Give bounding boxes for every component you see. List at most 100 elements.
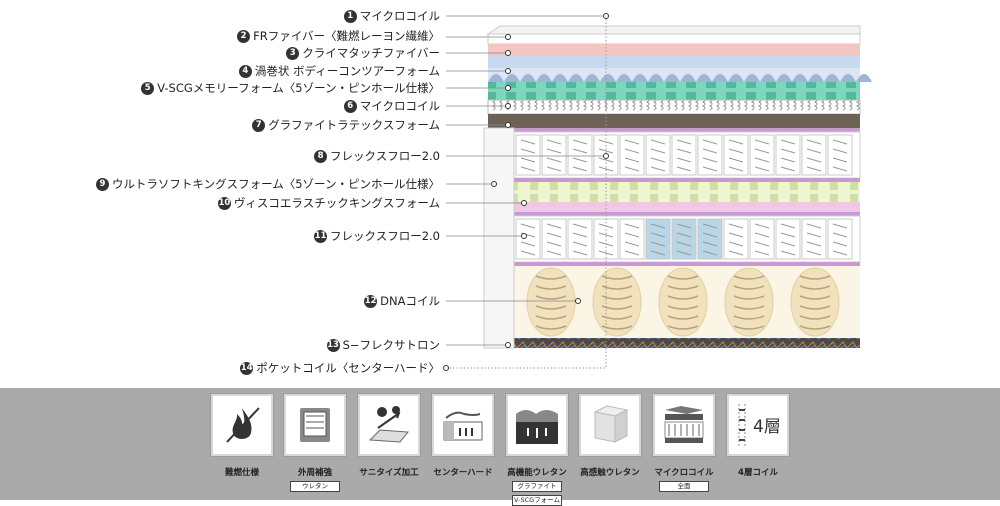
dna-coil-pocket bbox=[526, 267, 576, 337]
feature-icon-bar: 難燃仕様 外周補強 ウレタン サニタイズ加工 センターハード 高機能ウレタン グ… bbox=[0, 388, 1000, 506]
layer-label-text: ヴィスコエラスチックキングスフォーム bbox=[233, 196, 440, 210]
feature-caption: マイクロコイル bbox=[654, 468, 714, 478]
spring-coil bbox=[780, 139, 796, 172]
feature-caption: 高機能ウレタン bbox=[507, 468, 567, 478]
four-layer-coil-icon: 4層 bbox=[727, 394, 789, 456]
feature-edge-reinforcement: 外周補強 ウレタン bbox=[284, 394, 346, 492]
feature-sub-tag: ウレタン bbox=[290, 481, 340, 492]
spring-coil bbox=[650, 223, 666, 256]
dna-coil-spring bbox=[535, 275, 567, 330]
layer-flexflow-upper-border bbox=[488, 128, 860, 132]
layer-number-badge: 8 bbox=[314, 149, 328, 163]
leader-dot bbox=[505, 34, 511, 40]
spring-coil bbox=[754, 223, 770, 256]
leader-dot bbox=[505, 122, 511, 128]
dna-coil-pocket bbox=[790, 267, 840, 337]
pocket-spring bbox=[567, 134, 593, 176]
leader-dot bbox=[505, 68, 511, 74]
spring-coil bbox=[702, 139, 718, 172]
leader-dot bbox=[575, 298, 581, 304]
spring-coil bbox=[754, 139, 770, 172]
layer-number-badge: 5 bbox=[141, 81, 155, 95]
layer-number-badge: 4 bbox=[238, 64, 252, 78]
layer-flexflow-lower bbox=[487, 215, 861, 263]
layer-label-text: FRファイバー〈難燃レーヨン繊維〉 bbox=[253, 29, 440, 43]
dna-coil-pocket bbox=[724, 267, 774, 337]
feature-caption: 難燃仕様 bbox=[224, 468, 259, 478]
spring-coil bbox=[546, 139, 562, 172]
spring-coil bbox=[520, 139, 536, 172]
feature-high-sensation-foam: 高感触ウレタン bbox=[579, 394, 641, 478]
dna-coil-spring bbox=[799, 275, 831, 330]
spring-coil bbox=[676, 139, 692, 172]
layer-micro-coil bbox=[487, 99, 861, 115]
layer-number-badge: 9 bbox=[95, 177, 109, 191]
feature-caption: 高感触ウレタン bbox=[580, 468, 640, 478]
layer-number-badge: 13 bbox=[326, 338, 340, 352]
leader-dot bbox=[443, 365, 449, 371]
leader-dot bbox=[505, 50, 511, 56]
feature-caption: 4層コイル bbox=[738, 468, 778, 478]
spring-coil bbox=[572, 139, 588, 172]
spring-coil bbox=[572, 223, 588, 256]
feature-caption: 外周補強 bbox=[297, 468, 332, 478]
layer-s-flexatron bbox=[488, 338, 860, 348]
spring-coil bbox=[832, 139, 848, 172]
spring-coil bbox=[728, 223, 744, 256]
spring-coil bbox=[806, 139, 822, 172]
feature-micro-coil: マイクロコイル 全面 bbox=[653, 394, 715, 492]
edge-reinforcement-icon bbox=[284, 394, 346, 456]
spring-coil bbox=[676, 223, 692, 256]
layer-number-badge: 10 bbox=[217, 196, 231, 210]
spring-coil bbox=[520, 223, 536, 256]
leader-dot bbox=[521, 200, 527, 206]
pocket-spring bbox=[619, 218, 645, 260]
pocket-spring bbox=[515, 134, 541, 176]
dna-coil-spring bbox=[733, 275, 765, 330]
leader-dot bbox=[505, 103, 511, 109]
feature-caption: センターハード bbox=[433, 468, 493, 478]
layer-label-text: フレックスフロー2.0 bbox=[330, 149, 440, 163]
spring-coil bbox=[624, 139, 640, 172]
layer-number-badge: 14 bbox=[240, 361, 254, 375]
leader-dot bbox=[505, 85, 511, 91]
feature-flame-retardant: 難燃仕様 bbox=[211, 394, 273, 478]
layer-label-text: DNAコイル bbox=[380, 294, 440, 308]
mattress-layers-illustration bbox=[443, 13, 872, 371]
high-sensation-foam-icon bbox=[579, 394, 641, 456]
spring-coil bbox=[546, 223, 562, 256]
layer-number-badge: 6 bbox=[343, 99, 357, 113]
spring-coil bbox=[624, 223, 640, 256]
pocket-coil-bracket bbox=[446, 14, 607, 369]
layer-micro-coil-top bbox=[486, 25, 861, 45]
layer-v-scg-memory-foam bbox=[488, 82, 860, 100]
dna-coil-spring bbox=[601, 275, 633, 330]
spring-coil bbox=[780, 223, 796, 256]
feature-four-layer-coil: 4層 4層コイル bbox=[727, 394, 789, 478]
layer-label-text: 渦巻状 ボディーコンツアーフォーム bbox=[254, 64, 440, 78]
layer-number-badge: 1 bbox=[343, 9, 357, 23]
layer-label-text: マイクロコイル bbox=[359, 99, 440, 113]
feature-sub-tag: V-SCGフォーム bbox=[512, 495, 562, 506]
layer-flexflow-lower-border-bottom bbox=[488, 262, 860, 266]
layer-label-text: フレックスフロー2.0 bbox=[330, 229, 440, 243]
layer-number-badge: 3 bbox=[286, 46, 300, 60]
leader-dot bbox=[521, 233, 527, 239]
layer-label-text: ウルトラソフトキングスフォーム〈5ゾーン・ピンホール仕様〉 bbox=[111, 177, 440, 191]
micro-coil-icon bbox=[653, 394, 715, 456]
layer-label-text: ポケットコイル〈センターハード〉 bbox=[256, 361, 440, 375]
mattress-side-panel bbox=[483, 127, 515, 349]
layer-number-badge: 12 bbox=[364, 294, 378, 308]
spring-coil bbox=[806, 223, 822, 256]
